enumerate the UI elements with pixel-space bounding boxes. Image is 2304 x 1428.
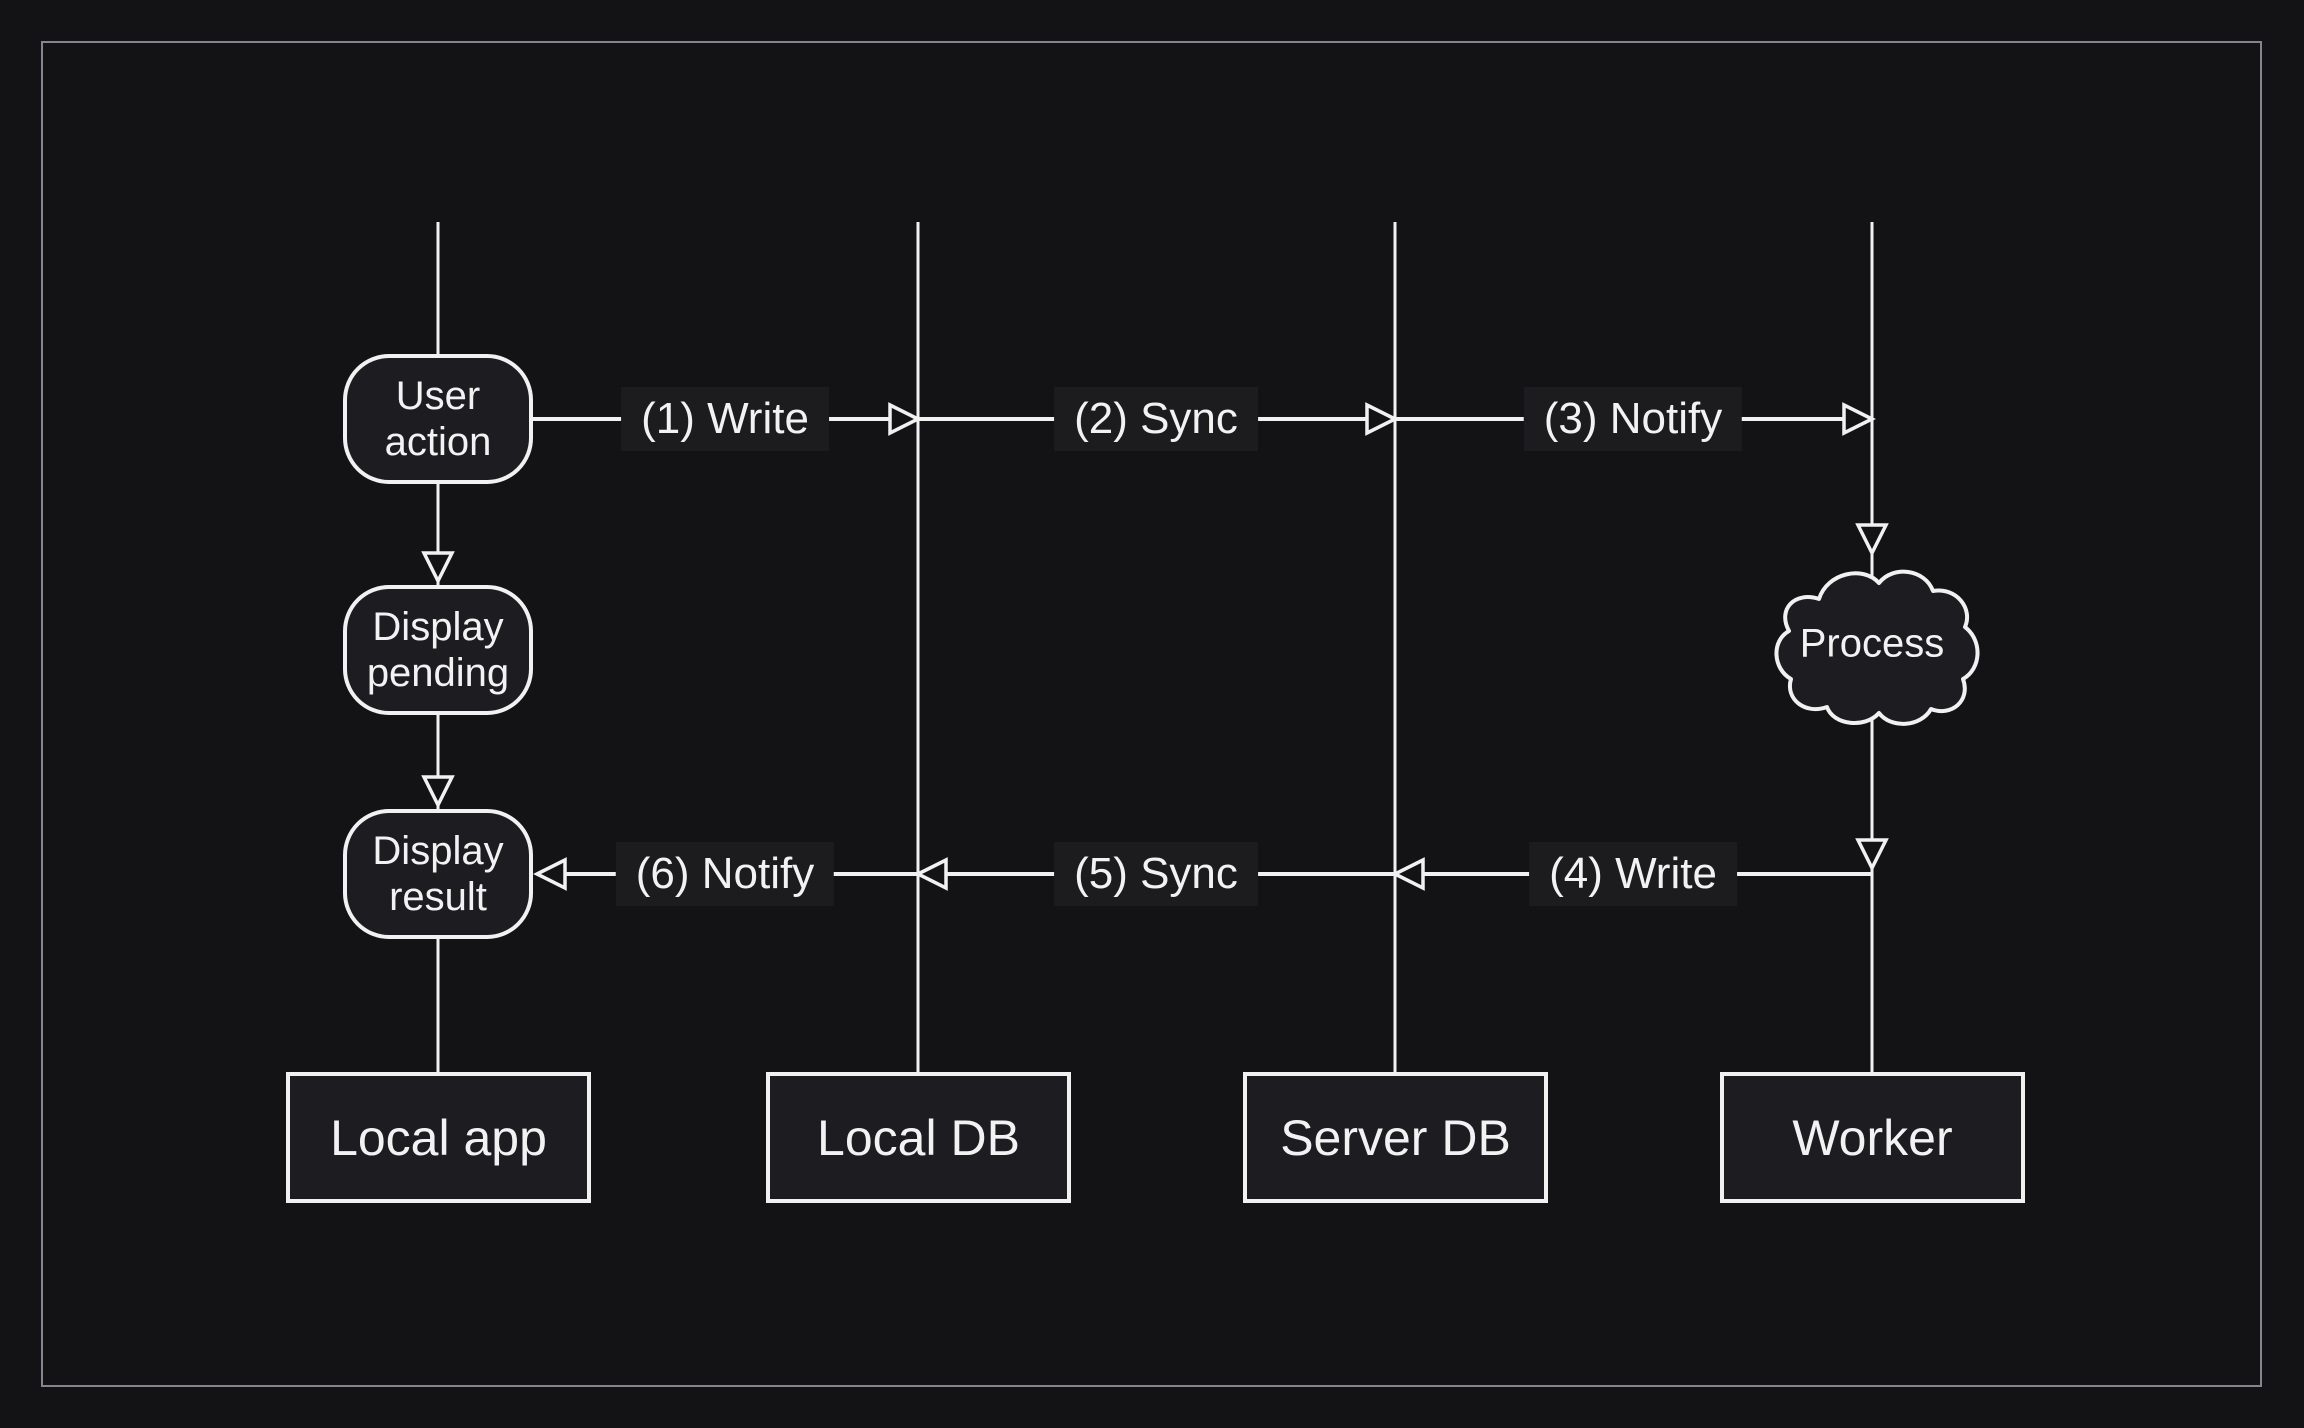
arrowhead-down-worker-return xyxy=(1855,838,1889,872)
node-user-action-label: User action xyxy=(384,373,492,464)
node-display-pending-label: Display pending xyxy=(366,604,510,695)
message-label-3-notify: (3) Notify xyxy=(1523,387,1743,451)
message-label-1-write: (1) Write xyxy=(621,387,829,451)
arrowhead-2-sync-right xyxy=(1365,402,1399,436)
node-user-action: User action xyxy=(343,354,533,484)
process-cloud-shape xyxy=(1774,569,1980,726)
node-display-pending: Display pending xyxy=(343,585,533,715)
lane-box-local-app-label: Local app xyxy=(330,1109,547,1166)
arrowhead-down-display-pending xyxy=(421,551,455,585)
message-label-4-write: (4) Write xyxy=(1529,842,1737,906)
lane-box-server-db-label: Server DB xyxy=(1280,1109,1511,1166)
lane-box-server-db: Server DB xyxy=(1243,1072,1548,1203)
arrowhead-6-notify-left xyxy=(533,857,567,891)
diagram-frame-border xyxy=(41,41,2262,1387)
arrowhead-4-write-left xyxy=(1391,857,1425,891)
arrowhead-down-display-result xyxy=(421,775,455,809)
message-label-6-notify: (6) Notify xyxy=(615,842,835,906)
lane-box-worker-label: Worker xyxy=(1792,1109,1953,1166)
arrowhead-down-process-cloud xyxy=(1855,523,1889,557)
lane-box-local-app: Local app xyxy=(286,1072,591,1203)
lane-box-worker: Worker xyxy=(1720,1072,2025,1203)
node-display-result: Display result xyxy=(343,809,533,939)
lane-box-local-db-label: Local DB xyxy=(817,1109,1020,1166)
message-label-2-sync: (2) Sync xyxy=(1054,387,1258,451)
arrowhead-3-notify-right xyxy=(1842,402,1876,436)
message-label-5-sync: (5) Sync xyxy=(1054,842,1258,906)
node-display-result-label: Display result xyxy=(372,828,504,919)
arrowhead-5-sync-left xyxy=(914,857,948,891)
process-cloud-label: Process xyxy=(1799,621,1945,666)
lane-box-local-db: Local DB xyxy=(766,1072,1071,1203)
arrowhead-1-write-right xyxy=(888,402,922,436)
